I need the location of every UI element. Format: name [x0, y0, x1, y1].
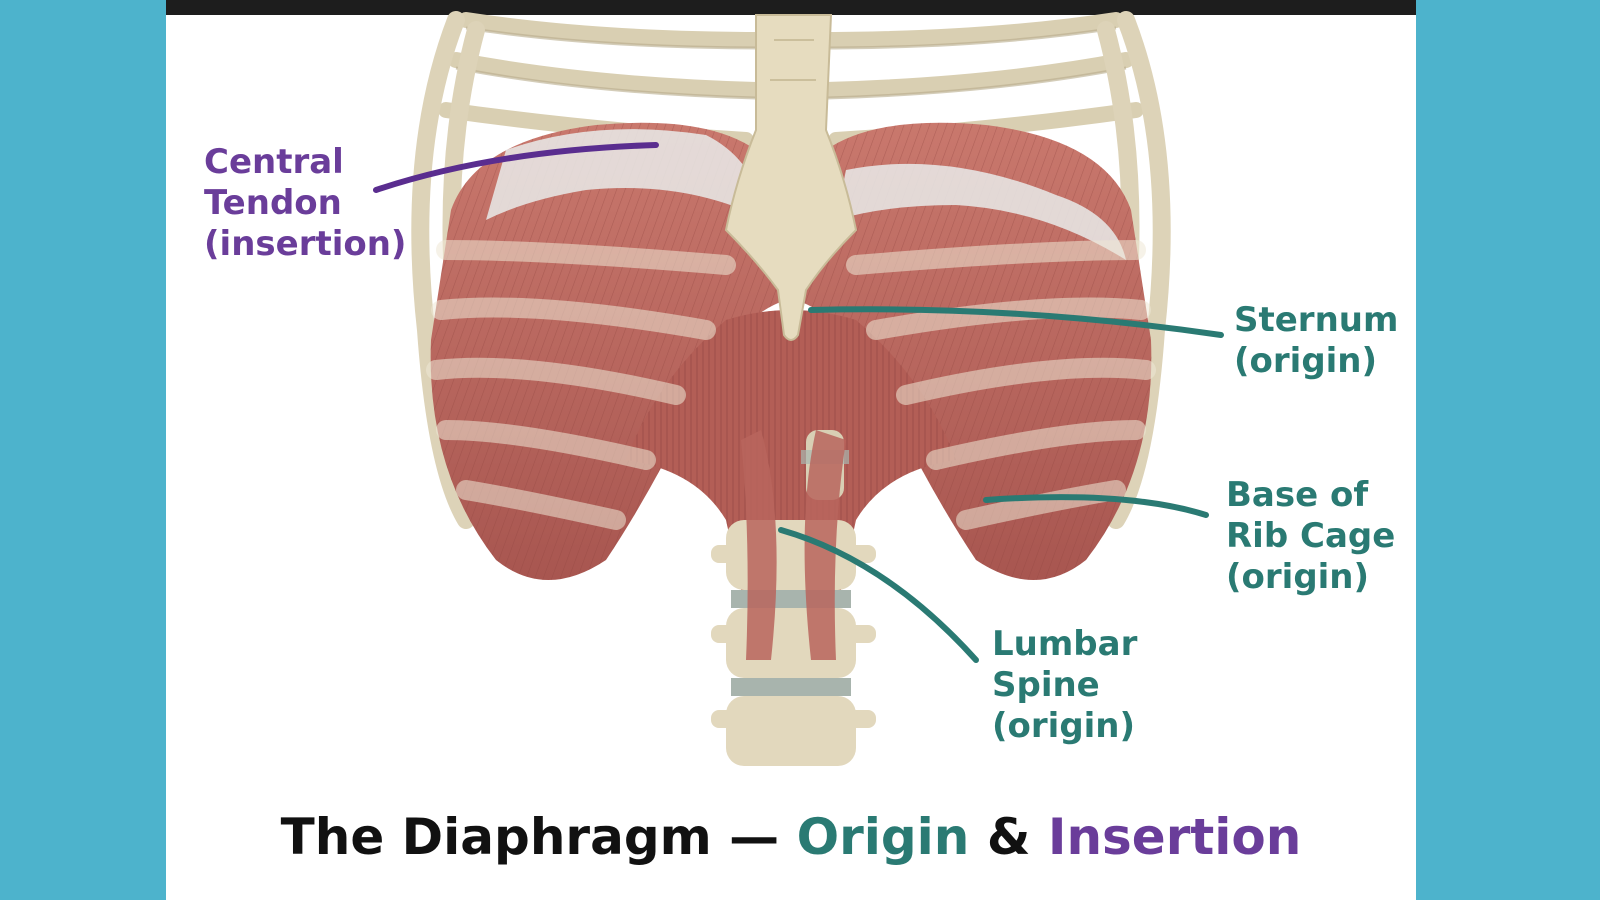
caption-title: The Diaphragm — Origin & Insertion	[166, 808, 1416, 866]
slide: Central Tendon (insertion) Sternum (orig…	[166, 0, 1416, 900]
label-lumbar-spine: Lumbar Spine (origin)	[992, 624, 1138, 746]
caption-amp: &	[986, 808, 1031, 866]
label-rib-cage: Base of Rib Cage (origin)	[1226, 475, 1396, 597]
sternum-bone	[724, 14, 858, 341]
caption-prefix: The Diaphragm —	[280, 808, 780, 866]
caption-origin: Origin	[796, 808, 970, 866]
diaphragm-illustration	[373, 11, 1224, 766]
label-central-tendon: Central Tendon (insertion)	[204, 142, 407, 264]
label-sternum: Sternum (origin)	[1234, 300, 1399, 381]
leader-lumbar-spine	[778, 527, 979, 663]
leader-sternum	[808, 306, 1224, 338]
leader-rib-cage	[983, 494, 1209, 518]
diaphragm-crura	[626, 310, 956, 660]
leader-central-tendon	[373, 142, 659, 193]
diaphragm-right-dome	[796, 122, 1152, 581]
top-bar	[166, 0, 1416, 15]
caption-insertion: Insertion	[1047, 808, 1302, 866]
